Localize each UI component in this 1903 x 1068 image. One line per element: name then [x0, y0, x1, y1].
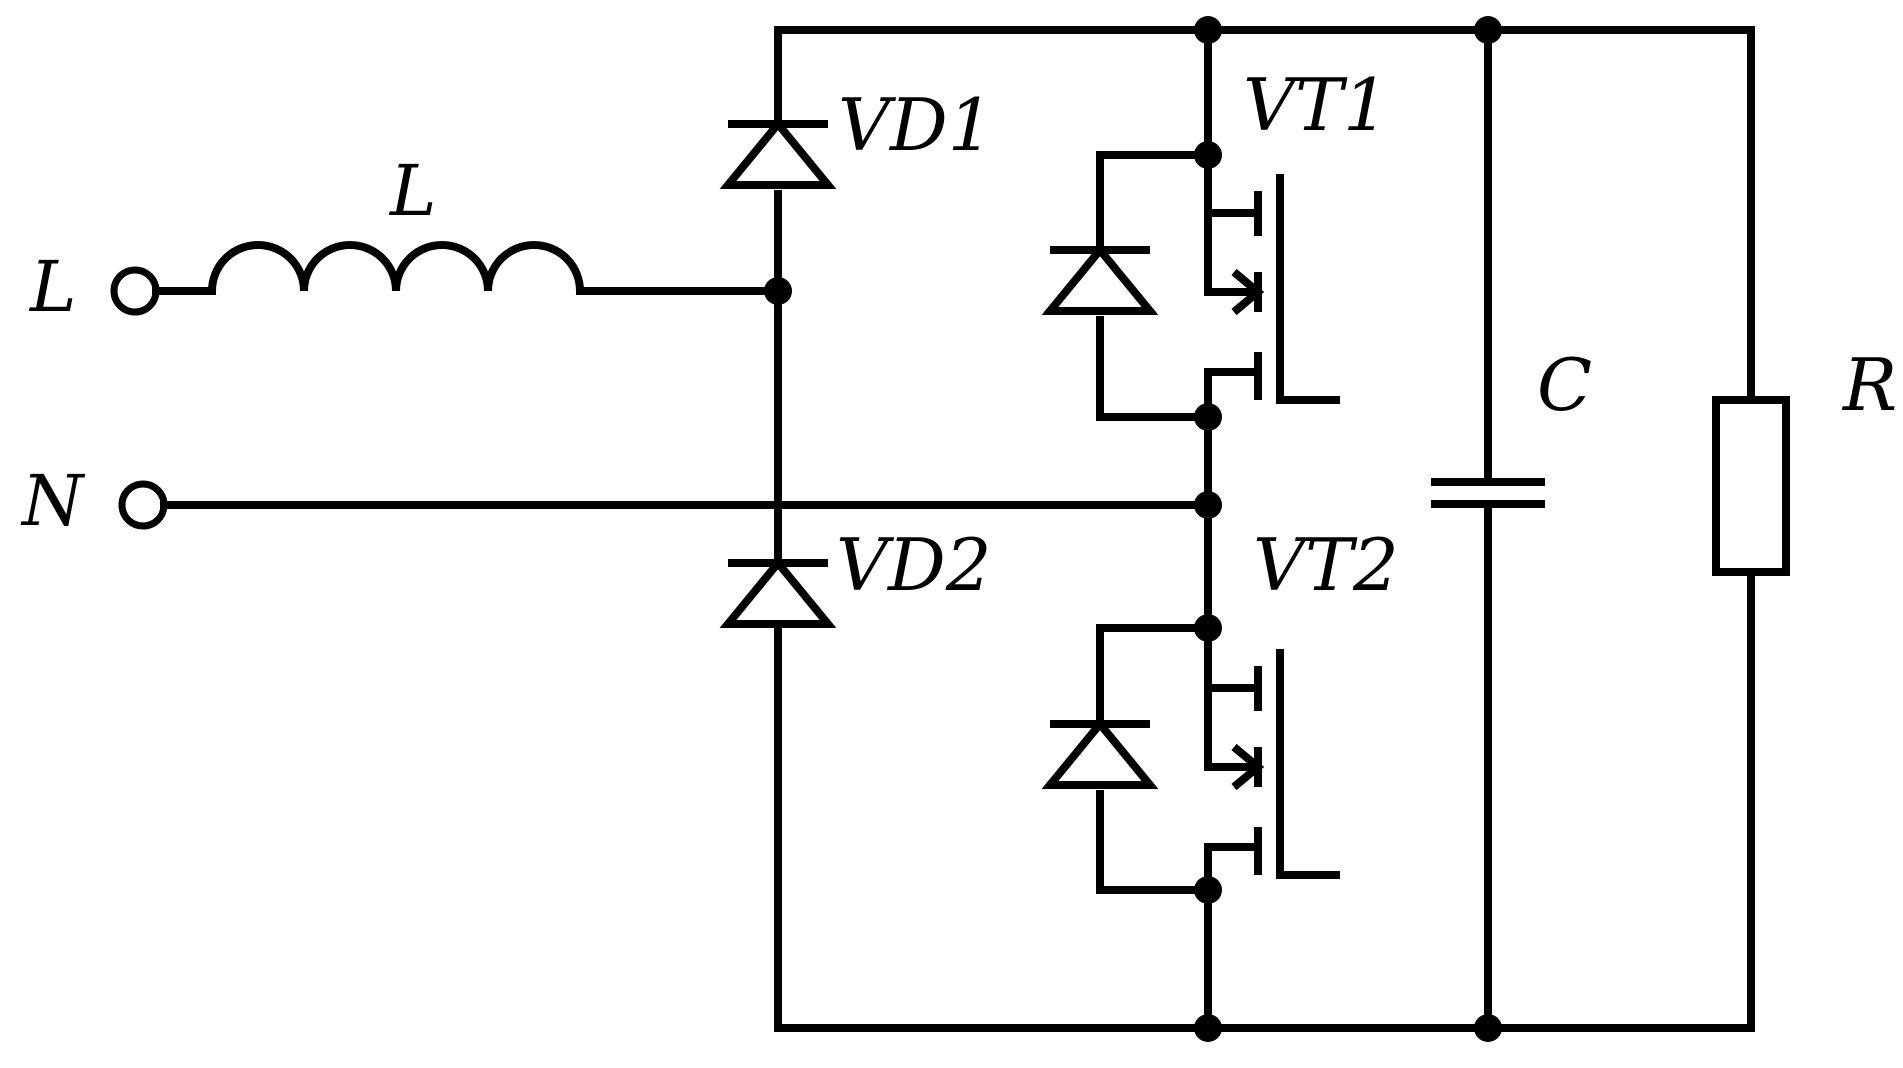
mosfet-vt2-body-diode: [1041, 624, 1212, 894]
neutral-terminal: [118, 480, 168, 530]
diode-vd1-label: VD1: [838, 83, 994, 167]
junction-node: [1194, 876, 1222, 904]
mosfet-vt1-body-diode: [1041, 151, 1212, 421]
mosfet-vt1-symbol: [1202, 151, 1340, 414]
mosfet-vt2-label: VT2: [1253, 523, 1399, 607]
mosfet-vt2-symbol: [1202, 624, 1340, 889]
junction-node: [1194, 1014, 1222, 1042]
junction-node: [1194, 403, 1222, 431]
resistor: [1712, 396, 1790, 576]
capacitor-label: C: [1537, 343, 1592, 427]
inductor: [152, 241, 782, 295]
junction-node: [1194, 16, 1222, 44]
neutral-terminal-label: N: [20, 460, 86, 542]
junction-node: [1194, 614, 1222, 642]
diode-vd2-label: VD2: [836, 523, 992, 607]
diode-vd1-symbol: [719, 117, 837, 190]
junction-node: [764, 277, 792, 305]
junction-node: [1474, 16, 1502, 44]
diode-vd2-symbol: [719, 556, 837, 628]
resistor-label: R: [1841, 343, 1897, 427]
mosfet-vt1-label: VT1: [1243, 63, 1389, 147]
inductor-label: L: [388, 150, 436, 232]
junction-node: [1194, 141, 1222, 169]
junction-node: [1474, 1014, 1502, 1042]
line-terminal-label: L: [28, 246, 76, 328]
capacitor: [1431, 26, 1545, 1032]
line-terminal: [110, 266, 160, 316]
